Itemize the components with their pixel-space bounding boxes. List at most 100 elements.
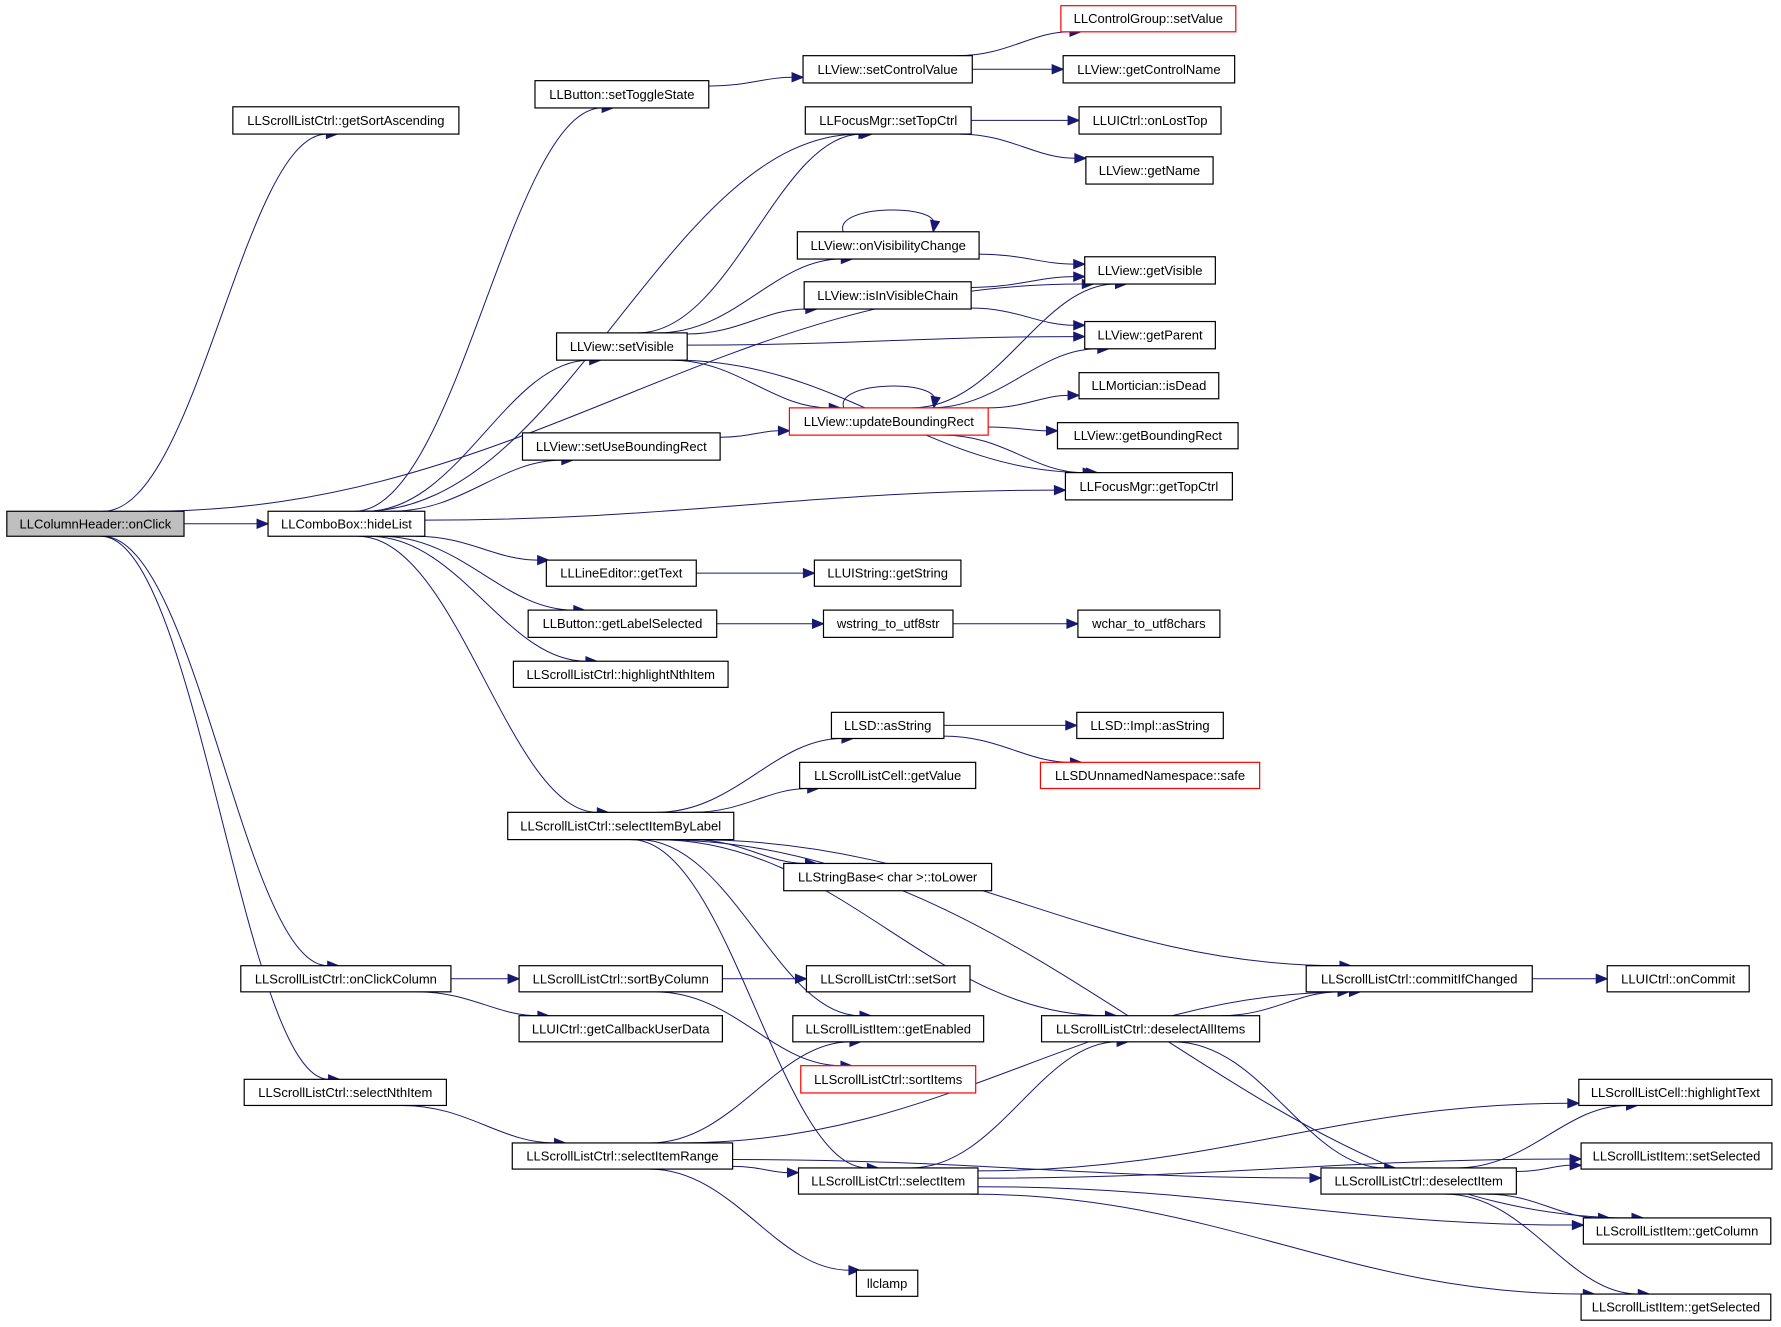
node-deselectAllItems[interactable]: LLScrollListCtrl::deselectAllItems (1040, 1015, 1261, 1043)
node-toLower[interactable]: LLStringBase< char >::toLower (783, 862, 993, 892)
edge-onVisibilityChange-to-onVisibilityChange (842, 209, 941, 234)
node-onVisibilityChange[interactable]: LLView::onVisibilityChange (796, 231, 980, 260)
node-label: LLScrollListCtrl::sortByColumn (533, 971, 709, 986)
node-isInVisibleChain[interactable]: LLView::isInVisibleChain (803, 281, 972, 310)
node-selectNthItem[interactable]: LLScrollListCtrl::selectNthItem (243, 1078, 447, 1107)
node-label: LLView::onVisibilityChange (811, 238, 966, 253)
node-implAsString[interactable]: LLSD::Impl::asString (1076, 711, 1224, 740)
node-getValue[interactable]: LLScrollListCell::getValue (799, 761, 977, 790)
node-onClickColumn[interactable]: LLScrollListCtrl::onClickColumn (240, 965, 452, 993)
edge-root-to-getSortAscending (103, 128, 339, 512)
node-safe[interactable]: LLSDUnnamedNamespace::safe (1039, 761, 1261, 790)
edge-selectItemRange-to-deselectItem (732, 1158, 1323, 1184)
node-box (518, 1015, 723, 1043)
node-getCallbackUserData[interactable]: LLUICtrl::getCallbackUserData (518, 1015, 723, 1043)
node-onLostTop[interactable]: LLUICtrl::onLostTop (1078, 106, 1222, 135)
edge-getLabelSelected-to-wstring_to_utf8str (716, 618, 825, 629)
node-box (796, 231, 980, 260)
node-label: LLScrollListCtrl::sortItems (814, 1072, 963, 1087)
node-getControlName[interactable]: LLView::getControlName (1062, 55, 1236, 84)
node-label: LLScrollListItem::getSelected (1592, 1300, 1760, 1315)
node-label: LLScrollListCtrl::onClickColumn (255, 971, 437, 986)
node-getEnabled[interactable]: LLScrollListItem::getEnabled (792, 1015, 985, 1043)
edge-getText-to-getString (696, 567, 816, 579)
node-box (799, 761, 977, 790)
node-getSortAscending[interactable]: LLScrollListCtrl::getSortAscending (232, 106, 460, 135)
node-label: LLScrollListCtrl::selectItem (811, 1174, 965, 1189)
node-getText[interactable]: LLLineEditor::getText (545, 559, 697, 587)
node-setSelected[interactable]: LLScrollListItem::setSelected (1580, 1142, 1773, 1170)
edge-isInVisibleChain-to-getParent (971, 307, 1087, 331)
node-box (1085, 156, 1214, 185)
edge-wstring_to_utf8str-to-wchar_to_utf8chars (952, 618, 1080, 629)
edge-root-to-getVisible (147, 278, 1095, 512)
node-box (1606, 965, 1750, 993)
node-box (507, 811, 735, 841)
node-getParent[interactable]: LLView::getParent (1084, 320, 1216, 350)
node-cgSetValue[interactable]: LLControlGroup::setValue (1060, 5, 1237, 33)
node-sortItems[interactable]: LLScrollListCtrl::sortItems (800, 1065, 977, 1094)
node-wchar_to_utf8chars[interactable]: wchar_to_utf8chars (1077, 609, 1221, 638)
node-root[interactable]: LLColumnHeader::onClick (6, 510, 185, 537)
node-onCommit[interactable]: LLUICtrl::onCommit (1606, 965, 1750, 993)
node-setSort[interactable]: LLScrollListCtrl::setSort (805, 965, 971, 993)
node-getColumn[interactable]: LLScrollListItem::getColumn (1582, 1217, 1772, 1245)
node-label: LLMortician::isDead (1091, 378, 1206, 393)
node-hideList[interactable]: LLComboBox::hideList (267, 510, 426, 537)
edge-hideList-to-getText (415, 535, 550, 566)
node-setToggleState[interactable]: LLButton::setToggleState (534, 80, 710, 109)
edge-deselectItem-to-setSelected (1516, 1160, 1583, 1173)
node-deselectItem[interactable]: LLScrollListCtrl::deselectItem (1320, 1167, 1517, 1195)
node-box (511, 1142, 734, 1170)
edge-hideList-to-setUseBoundingRect (390, 454, 575, 512)
node-box (243, 1078, 447, 1107)
node-asString[interactable]: LLSD::asString (830, 711, 945, 740)
node-getSelected[interactable]: LLScrollListItem::getSelected (1580, 1293, 1772, 1321)
node-label: LLControlGroup::setValue (1074, 11, 1223, 26)
node-getVisible[interactable]: LLView::getVisible (1084, 256, 1216, 285)
node-label: LLView::setUseBoundingRect (536, 439, 707, 454)
node-getString[interactable]: LLUIString::getString (813, 559, 962, 587)
node-box (555, 332, 688, 361)
edge-setVisible-to-updateBoundingRect (670, 359, 842, 414)
node-getTopCtrl[interactable]: LLFocusMgr::getTopCtrl (1064, 472, 1233, 501)
node-highlightNthItem[interactable]: LLScrollListCtrl::highlightNthItem (512, 660, 729, 688)
edge-setTopCtrl-to-onLostTop (971, 115, 1081, 126)
edge-selectItem-to-highlightText (977, 1098, 1581, 1172)
node-box (1060, 5, 1237, 33)
node-box (534, 80, 710, 109)
node-getName[interactable]: LLView::getName (1085, 156, 1214, 185)
node-highlightText[interactable]: LLScrollListCell::highlightText (1578, 1078, 1773, 1107)
node-box (800, 1065, 977, 1094)
node-wstring_to_utf8str[interactable]: wstring_to_utf8str (822, 609, 954, 638)
node-setVisible[interactable]: LLView::setVisible (555, 332, 688, 361)
edge-setControlValue-to-getControlName (972, 64, 1065, 75)
node-box (802, 55, 973, 84)
node-isDead[interactable]: LLMortician::isDead (1078, 372, 1220, 400)
node-box (1040, 1015, 1261, 1043)
node-setUseBoundingRect[interactable]: LLView::setUseBoundingRect (521, 432, 721, 461)
node-selectItemRange[interactable]: LLScrollListCtrl::selectItemRange (511, 1142, 734, 1170)
node-updateBoundingRect[interactable]: LLView::updateBoundingRect (788, 407, 989, 436)
node-box (1039, 761, 1261, 790)
node-llclamp[interactable]: llclamp (855, 1269, 919, 1297)
node-setTopCtrl[interactable]: LLFocusMgr::setTopCtrl (804, 106, 972, 135)
node-box (6, 510, 185, 537)
node-box (1320, 1167, 1517, 1195)
node-box (545, 559, 697, 587)
edge-selectItemRange-to-selectItem (732, 1165, 800, 1178)
node-label: LLView::setControlValue (818, 62, 958, 77)
node-commitIfChanged[interactable]: LLScrollListCtrl::commitIfChanged (1305, 965, 1533, 993)
node-label: wchar_to_utf8chars (1091, 616, 1206, 631)
node-label: LLScrollListCtrl::highlightNthItem (526, 667, 715, 682)
node-label: llclamp (867, 1276, 907, 1291)
node-selectItem[interactable]: LLScrollListCtrl::selectItem (797, 1167, 979, 1195)
node-selectItemByLabel[interactable]: LLScrollListCtrl::selectItemByLabel (507, 811, 735, 841)
node-getLabelSelected[interactable]: LLButton::getLabelSelected (527, 609, 718, 638)
edge-root-to-selectNthItem (100, 535, 341, 1085)
node-sortByColumn[interactable]: LLScrollListCtrl::sortByColumn (518, 965, 723, 993)
node-label: LLStringBase< char >::toLower (798, 870, 978, 885)
node-getBoundingRect[interactable]: LLView::getBoundingRect (1056, 422, 1239, 450)
node-box (1580, 1293, 1772, 1321)
node-setControlValue[interactable]: LLView::setControlValue (802, 55, 973, 84)
